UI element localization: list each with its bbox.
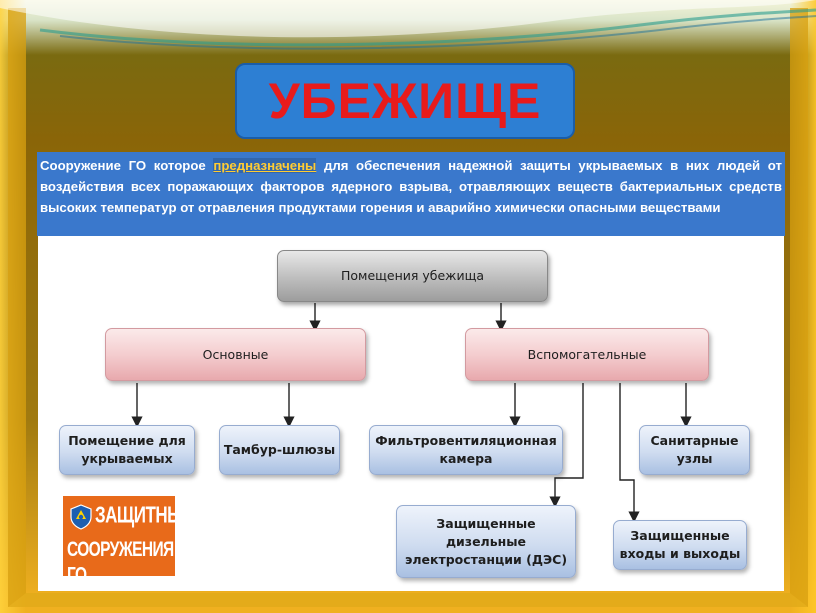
node-aux: Вспомогательные xyxy=(465,328,709,381)
logo-line1: ЗАЩИТНЫЕ xyxy=(95,502,195,528)
arrow-aux-diesel xyxy=(549,383,584,508)
node-sanitary-label: Санитарные узлы xyxy=(650,433,739,466)
node-main: Основные xyxy=(105,328,366,381)
node-diesel: Защищенные дизельные электростанции (ДЭС… xyxy=(396,505,576,578)
node-filter-chamber: Фильтровентиляционная камера xyxy=(369,425,563,475)
node-airlock: Тамбур-шлюзы xyxy=(219,425,340,475)
definition-highlight: предназначены xyxy=(213,158,317,173)
node-aux-label: Вспомогательные xyxy=(527,346,647,362)
definition-post: для обеспечения надежной защиты укрываем… xyxy=(40,158,782,215)
connector-lines xyxy=(131,303,692,523)
node-airlock-label: Тамбур-шлюзы xyxy=(223,442,336,457)
logo-line2: СООРУЖЕНИЯ ГО xyxy=(67,538,174,587)
node-filter-chamber-label: Фильтровентиляционная камера xyxy=(375,433,557,466)
node-main-label: Основные xyxy=(202,346,269,362)
logo-protective-structures: ЗАЩИТНЫЕ СООРУЖЕНИЯ ГО xyxy=(63,496,195,587)
definition-text: Сооружение ГО которое предназначены для … xyxy=(37,152,785,236)
decorative-swoosh xyxy=(0,0,816,50)
node-diesel-label: Защищенные дизельные электростанции (ДЭС… xyxy=(404,515,568,567)
node-entrances-label: Защищенные входы и выходы xyxy=(619,528,741,561)
title-box: УБЕЖИЩЕ xyxy=(235,63,575,139)
emergency-emblem-icon xyxy=(70,504,92,530)
node-shelter-room: Помещение для укрываемых xyxy=(59,425,195,475)
node-entrances: Защищенные входы и выходы xyxy=(613,520,747,570)
definition-pre: Сооружение ГО которое xyxy=(40,158,214,173)
node-shelter-room-label: Помещение для укрываемых xyxy=(68,433,186,466)
node-root: Помещения убежища xyxy=(277,250,548,302)
diagram-panel: Помещения убежища Основные Вспомогательн… xyxy=(38,236,784,591)
node-root-label: Помещения убежища xyxy=(340,268,485,283)
page-title: УБЕЖИЩЕ xyxy=(268,73,542,129)
arrow-aux-entrances xyxy=(619,383,640,523)
node-sanitary: Санитарные узлы xyxy=(639,425,750,475)
